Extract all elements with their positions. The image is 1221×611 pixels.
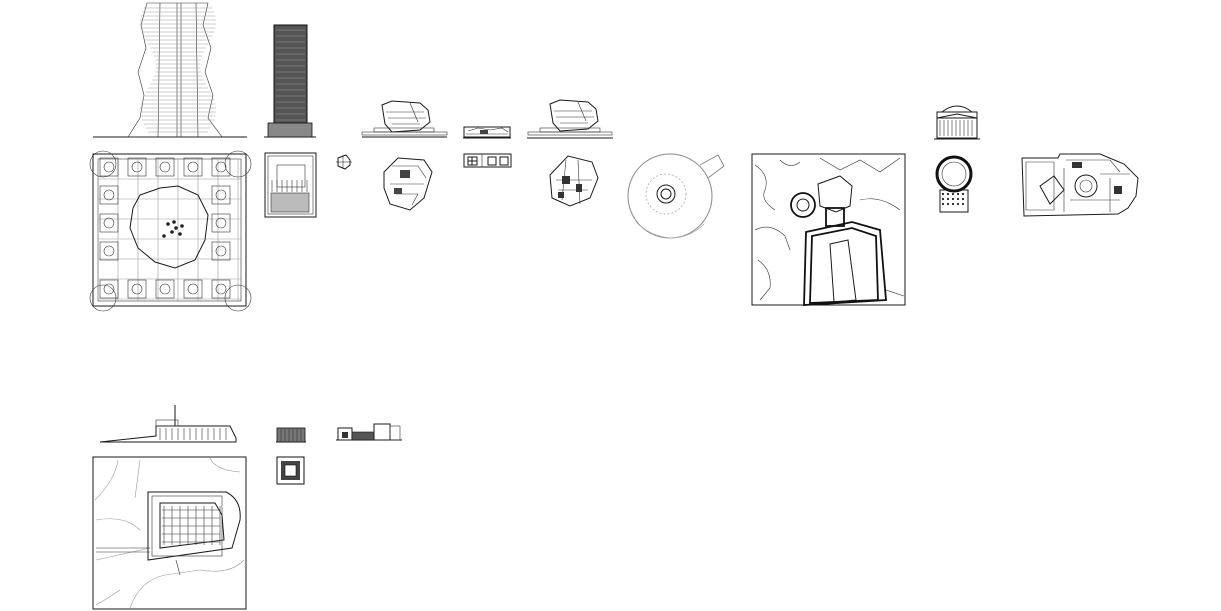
- low-building-elevation: [336, 423, 402, 441]
- plan-cell-column: [103, 245, 115, 257]
- plan-cell: [99, 157, 119, 177]
- plan-cell-column: [159, 283, 171, 295]
- plan-cell: [155, 157, 175, 177]
- plan-cell-column: [131, 161, 143, 173]
- angular-museum-a-elevation: [361, 100, 448, 138]
- plan-cell: [155, 279, 175, 299]
- site-with-stadium-plan: [751, 153, 906, 306]
- small-pavilion-plan: [336, 154, 352, 170]
- site-contour-line: [819, 157, 901, 173]
- plan-core-dot: [178, 232, 182, 236]
- twisted-tower-elevation: [93, 2, 247, 138]
- angular-museum-b-plan: [549, 155, 599, 207]
- site-contour-line: [754, 226, 791, 251]
- dark-tower-elevation: [264, 24, 316, 138]
- plan-cell-column: [103, 283, 115, 295]
- plan-core-dot: [162, 234, 166, 238]
- plan-corner-circle: [89, 284, 117, 312]
- plan-cell: [211, 279, 231, 299]
- plan-cell: [211, 241, 231, 261]
- pantheon-portico-column: [951, 197, 955, 201]
- plan-core-dot: [174, 226, 178, 230]
- pantheon-portico-column: [941, 192, 945, 196]
- plan-cell-column: [159, 161, 171, 173]
- pantheon-portico-column: [946, 197, 950, 201]
- plan-cell: [99, 279, 119, 299]
- plan-cell-column: [131, 283, 143, 295]
- plan-cell-column: [187, 283, 199, 295]
- plan-core-dot: [180, 224, 184, 228]
- plan-cell: [99, 213, 119, 233]
- pantheon-plan: [935, 155, 973, 213]
- pantheon-portico-column: [946, 192, 950, 196]
- plan-cell: [211, 185, 231, 205]
- small-block-plan: [463, 153, 512, 168]
- pantheon-portico-column: [941, 202, 945, 206]
- site-contour-line: [754, 164, 776, 211]
- plan-core-dot: [170, 230, 174, 234]
- pantheon-portico-column: [941, 197, 945, 201]
- site-contour-line: [859, 198, 901, 211]
- site-contour-line: [885, 289, 905, 297]
- plan-cell: [183, 157, 203, 177]
- pantheon-portico-column: [961, 202, 965, 206]
- plan-cell-column: [215, 217, 227, 229]
- plan-cell-column: [215, 189, 227, 201]
- plan-cell: [183, 279, 203, 299]
- plan-cell-column: [103, 189, 115, 201]
- pantheon-portico-column: [951, 202, 955, 206]
- site-contour-line: [779, 159, 801, 166]
- plan-cell: [99, 185, 119, 205]
- circular-site-plan: [627, 153, 725, 239]
- plan-corner-circle: [224, 150, 252, 178]
- pantheon-portico-column: [956, 192, 960, 196]
- plan-cell-column: [103, 217, 115, 229]
- plan-core-dot: [166, 222, 170, 226]
- angular-museum-b-elevation: [527, 99, 613, 139]
- dark-tower-plan: [264, 152, 317, 218]
- pantheon-portico-column: [956, 197, 960, 201]
- plan-cell: [211, 213, 231, 233]
- plan-cell-column: [215, 245, 227, 257]
- plan-core-dot: [172, 220, 176, 224]
- plan-corner-circle: [89, 150, 117, 178]
- complex-plan: [1021, 153, 1139, 217]
- pantheon-elevation: [934, 105, 980, 140]
- pantheon-portico-column: [951, 192, 955, 196]
- long-building-site-plan: [92, 456, 247, 610]
- small-dark-block-elevation: [276, 427, 306, 443]
- plan-cell-column: [215, 161, 227, 173]
- plan-cell-column: [215, 283, 227, 295]
- pantheon-portico-column: [946, 202, 950, 206]
- small-block-elevation: [463, 126, 511, 139]
- pantheon-portico-column: [961, 197, 965, 201]
- site-contour-line: [757, 259, 771, 301]
- plan-cell: [127, 279, 147, 299]
- plan-cell: [127, 157, 147, 177]
- plan-cell: [99, 241, 119, 261]
- plan-corner-circle: [224, 284, 252, 312]
- angular-museum-a-plan: [383, 157, 433, 211]
- long-building-elevation: [99, 405, 237, 443]
- small-dark-block-plan: [276, 456, 305, 485]
- pantheon-portico-column: [961, 192, 965, 196]
- plan-cell: [211, 157, 231, 177]
- twisted-tower-plan: [89, 150, 252, 312]
- plan-cell-column: [103, 161, 115, 173]
- pantheon-portico-column: [956, 202, 960, 206]
- plan-cell-column: [187, 161, 199, 173]
